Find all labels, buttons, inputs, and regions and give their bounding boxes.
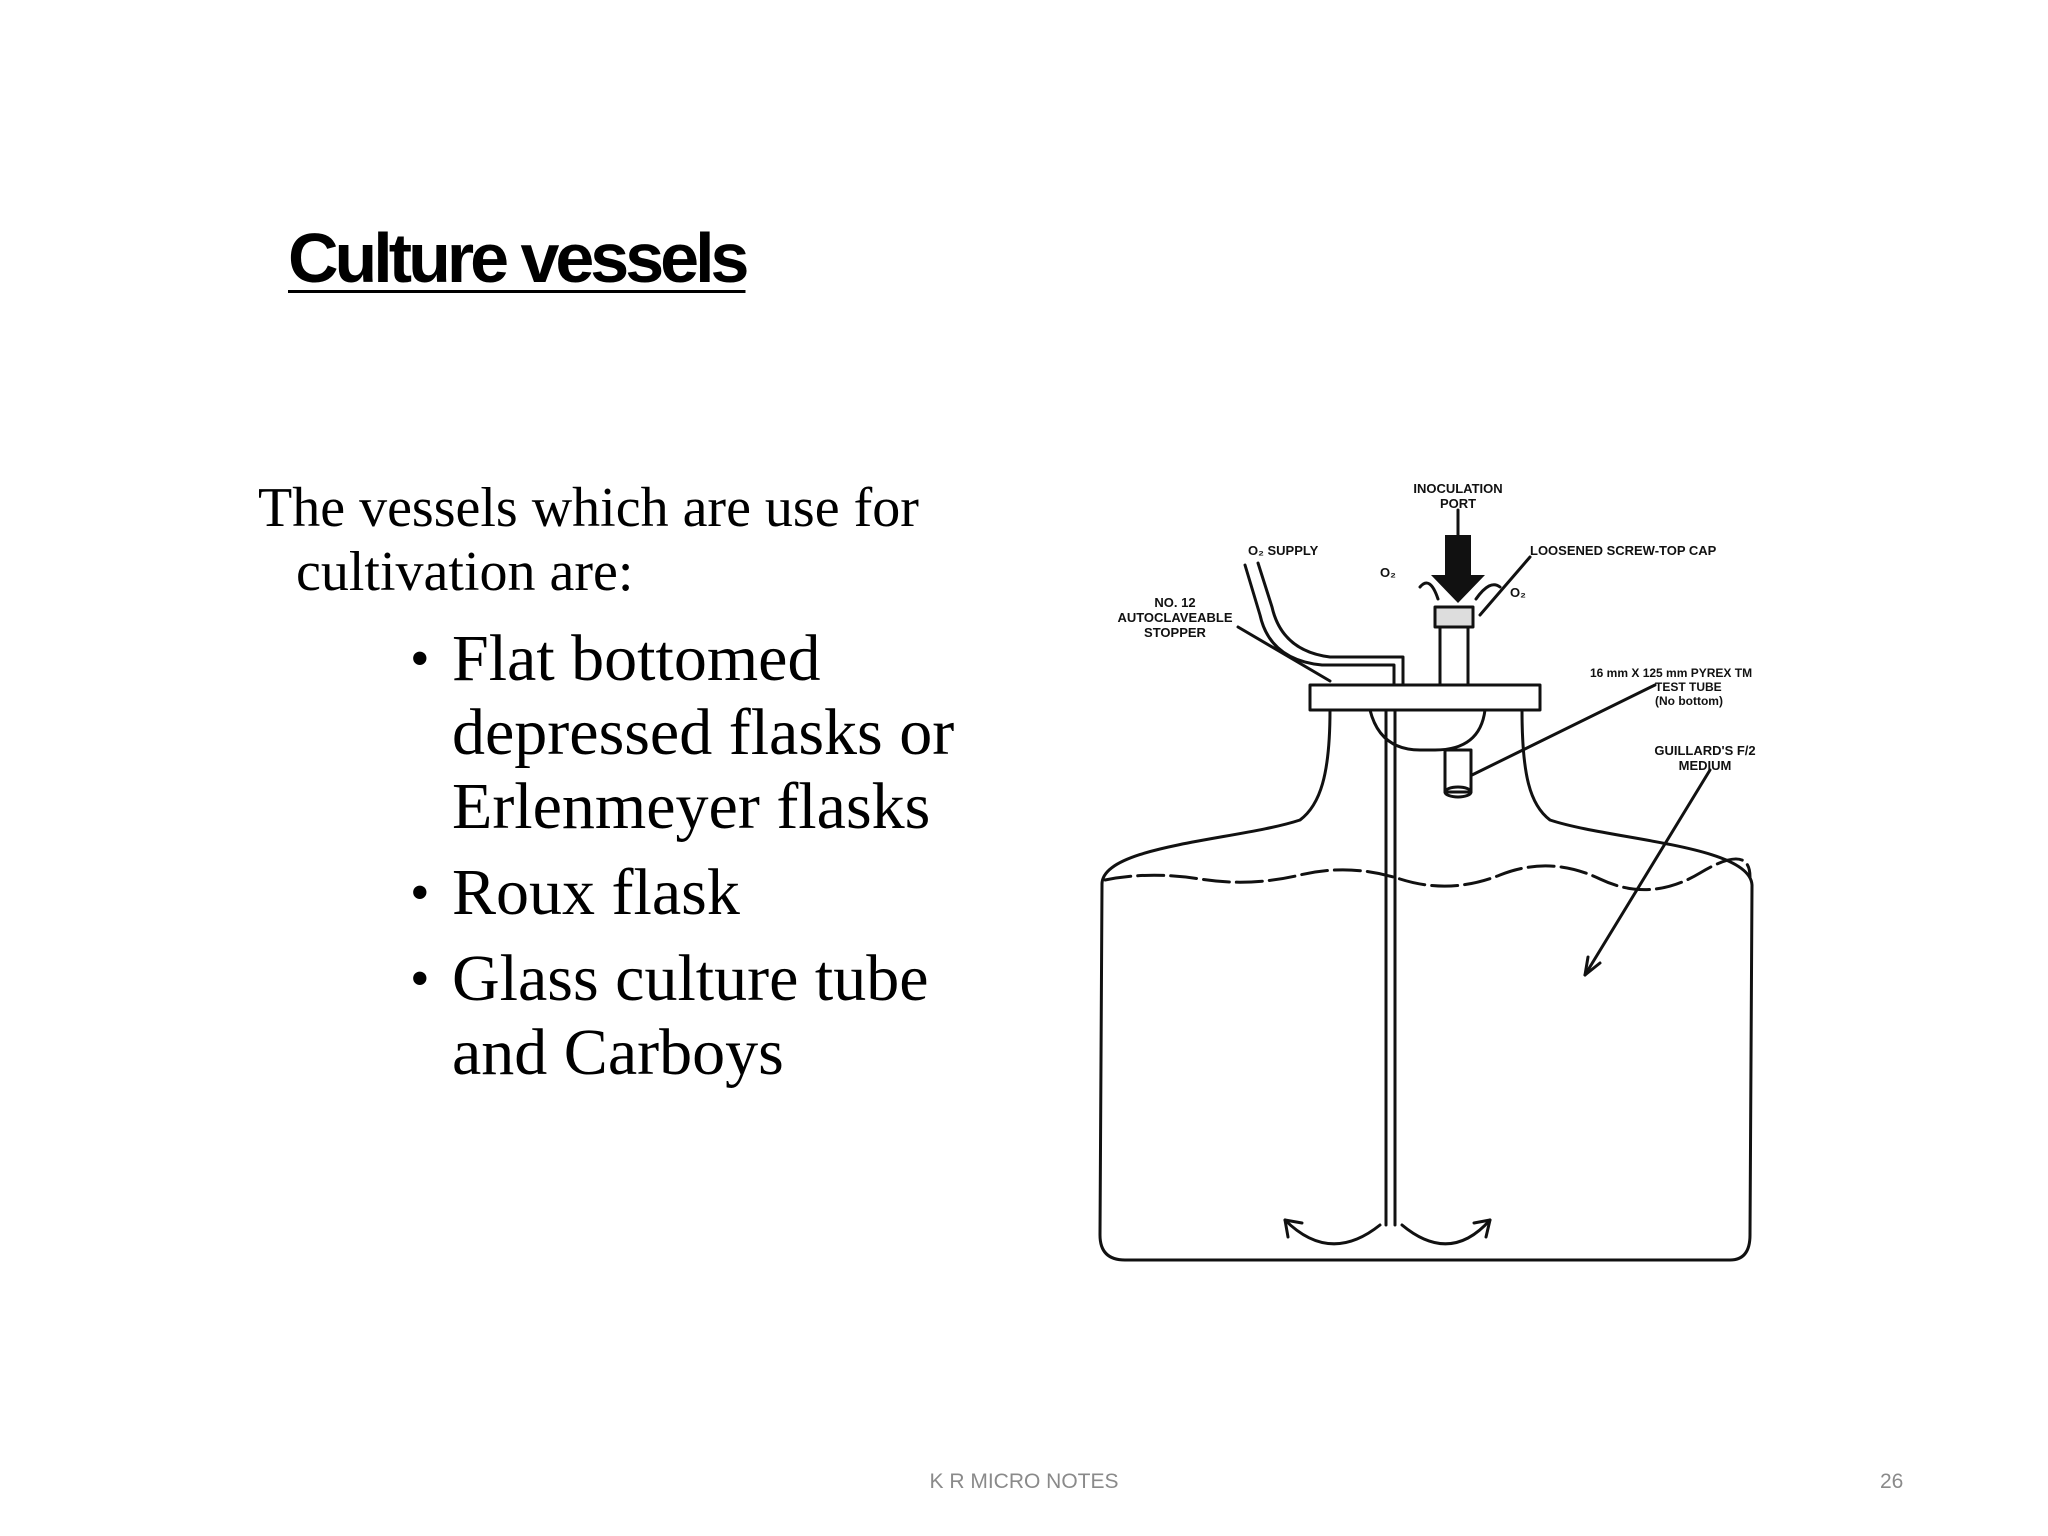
test-tube-bottom — [1443, 748, 1473, 794]
list-item: • Glass culture tube and Carboys — [410, 942, 1030, 1090]
stopper-bottom — [1368, 708, 1487, 752]
carboy-apparatus-diagram: INOCULATION PORT O₂ SUPPLY O₂ O₂ LOOSENE… — [1098, 481, 1756, 1262]
label-inoculation: INOCULATION — [1413, 481, 1502, 496]
bullet-icon: • — [410, 628, 430, 690]
stopper — [1308, 683, 1542, 712]
list-item: • Flat bottomed depressed flasks or Erle… — [410, 622, 1030, 844]
label-medium-1: GUILLARD'S F/2 — [1654, 743, 1755, 758]
label-medium-2: MEDIUM — [1679, 758, 1732, 773]
intro-text: The vessels which are use for cultivatio… — [258, 476, 1018, 604]
vessel-list: • Flat bottomed depressed flasks or Erle… — [410, 622, 1030, 1102]
bubble-arrow-right — [1400, 1218, 1492, 1246]
label-tube-3: (No bottom) — [1655, 694, 1723, 708]
bubble-arrow-left — [1283, 1218, 1382, 1246]
inoculation-arrow-icon — [1431, 535, 1485, 603]
medium-surface — [1103, 857, 1752, 892]
aeration-tube — [1243, 563, 1396, 687]
label-stopper-2: AUTOCLAVEABLE — [1117, 610, 1232, 625]
label-tube-2: TEST TUBE — [1655, 680, 1722, 694]
intro-line-1: The vessels which are use for — [258, 477, 919, 539]
label-o2-left: O₂ — [1380, 565, 1396, 580]
label-stopper-1: NO. 12 — [1154, 595, 1195, 610]
inoculation-tube — [1438, 623, 1470, 687]
list-item-text: Roux flask — [452, 856, 740, 929]
bullet-icon: • — [410, 862, 430, 924]
intro-line-2: cultivation are: — [296, 541, 634, 603]
label-tube-1: 16 mm X 125 mm PYREX TM — [1590, 666, 1752, 680]
label-port: PORT — [1440, 496, 1476, 511]
screw-cap — [1433, 605, 1475, 629]
label-o2-supply: O₂ SUPPLY — [1248, 543, 1319, 558]
list-item-text: Glass culture tube and Carboys — [452, 942, 929, 1089]
slide-title: Culture vessels — [288, 219, 749, 297]
carboy-outline — [1098, 708, 1754, 1262]
list-item-text: Flat bottomed depressed flasks or Erlenm… — [452, 622, 955, 843]
list-item: • Roux flask — [410, 856, 1030, 930]
page-number: 26 — [1880, 1470, 1904, 1493]
bullet-icon: • — [410, 948, 430, 1010]
footer-text: K R MICRO NOTES — [929, 1470, 1119, 1493]
label-stopper-3: STOPPER — [1144, 625, 1207, 640]
label-screw-cap: LOOSENED SCREW-TOP CAP — [1530, 543, 1717, 558]
label-o2-right: O₂ — [1510, 585, 1526, 600]
